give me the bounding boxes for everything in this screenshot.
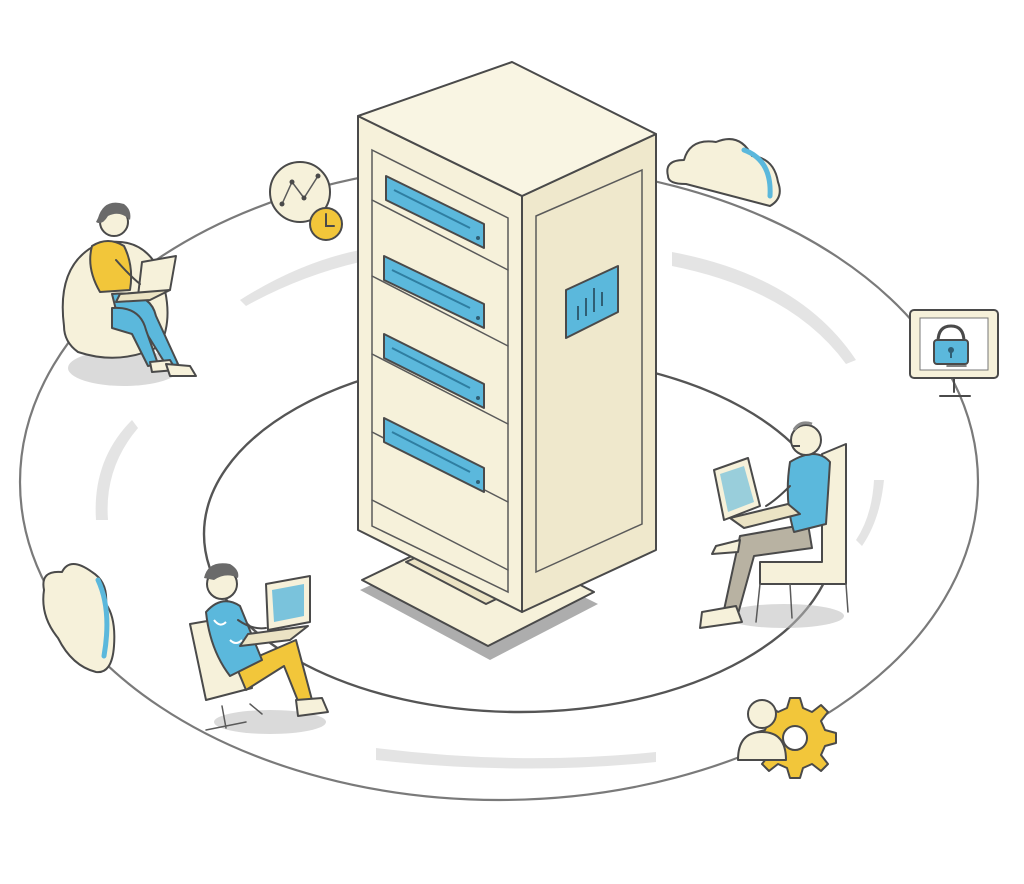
rack-top-face — [357, 61, 657, 197]
man-in-office-chair — [189, 563, 329, 734]
server-blade-4 — [383, 417, 485, 493]
padlock-monitor-icon — [909, 309, 999, 397]
server-blade-2 — [383, 255, 485, 329]
laptop-icon-3 — [713, 457, 801, 529]
server-rack-icon — [357, 61, 657, 660]
ground-swooshes — [95, 250, 884, 769]
rack-side-face — [521, 133, 657, 613]
side-chart-panel — [565, 265, 619, 339]
older-man-in-chair — [699, 421, 849, 629]
analytics-clock-icon — [269, 161, 343, 241]
woman-on-beanbag — [61, 202, 197, 386]
laptop-icon-2 — [239, 575, 311, 647]
server-blade-3 — [383, 333, 485, 409]
clock-icon — [309, 207, 343, 241]
user-gear-icon — [737, 697, 837, 779]
cloud-icon — [666, 138, 781, 207]
server-blade-1 — [385, 175, 485, 249]
padlock-icon — [933, 324, 969, 365]
user-icon — [737, 699, 787, 761]
cloud-icon-left — [42, 563, 116, 674]
